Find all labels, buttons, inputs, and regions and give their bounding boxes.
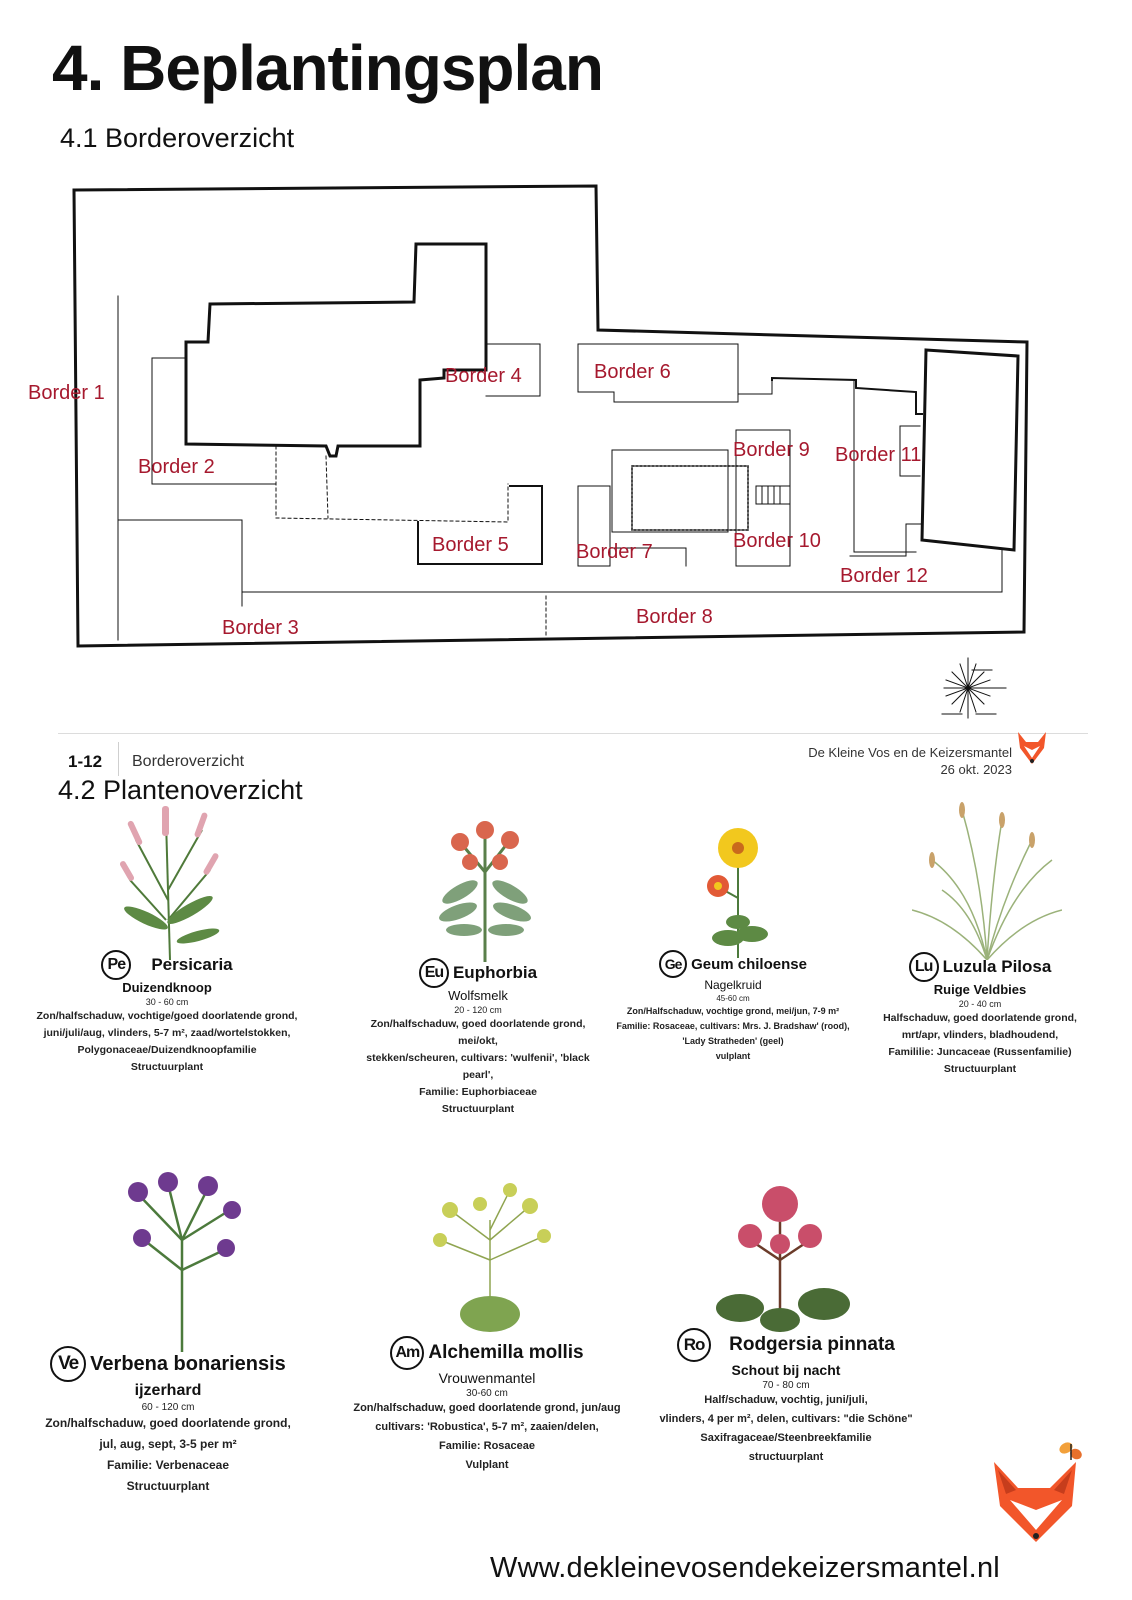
plant-height: 30-60 cm	[466, 1388, 508, 1399]
border-11-edge	[853, 379, 917, 553]
plant-info: Zon/halfschaduw, goed doorlatende grond,…	[366, 1018, 590, 1115]
plant-name: Alchemilla mollis	[428, 1342, 584, 1363]
footer-divider	[58, 733, 1088, 734]
border-5-box	[417, 485, 543, 565]
plant-common-name: Ruige Veldbies	[933, 982, 1027, 997]
plant-badge: Ve	[50, 1346, 87, 1382]
plant-info: Halfschaduw, goed doorlatende grond, mrt…	[883, 1012, 1077, 1075]
border-label-5: Border 5	[432, 534, 509, 556]
plant-badge: Ro	[677, 1328, 712, 1362]
plant-height: 30 - 60 cm	[145, 997, 189, 1007]
house-outline	[184, 242, 488, 458]
plant-name: Verbena bonariensis	[90, 1352, 286, 1375]
rodgersia-icon	[716, 1186, 850, 1332]
plant-height: 70 - 80 cm	[762, 1380, 810, 1391]
plant-name: Luzula Pilosa	[942, 957, 1052, 976]
plant-info: Zon/halfschaduw, vochtige/goed doorlaten…	[36, 1010, 298, 1073]
stairs	[755, 485, 791, 505]
footer-page-range: 1-12	[68, 752, 103, 771]
plant-common-name: ijzerhard	[134, 1382, 202, 1399]
plant-card-persicaria: Pe Persicaria Duizendknoop 30 - 60 cm Zo…	[36, 950, 298, 1076]
euphorbia-icon	[439, 821, 531, 962]
plant-card-alchemilla: Am Alchemilla mollis Vrouwenmantel 30-60…	[346, 1336, 628, 1475]
page-title: 4. Beplantingsplan	[52, 32, 604, 104]
plant-card-luzula: Lu Luzula Pilosa Ruige Veldbies 20 - 40 …	[870, 952, 1090, 1078]
plant-badge: Ge	[659, 950, 688, 978]
shed	[117, 519, 243, 607]
luzula-icon	[912, 802, 1062, 960]
fox-butterfly-logo-icon	[994, 1442, 1082, 1542]
border-2-edge	[151, 357, 277, 485]
garden-boundary	[72, 184, 1029, 648]
border-label-12: Border 12	[840, 565, 928, 587]
alchemilla-icon	[433, 1183, 551, 1332]
terrace-divider	[325, 455, 329, 519]
plant-card-geum: Ge Geum chiloense Nagelkruid 45-60 cm Zo…	[606, 950, 860, 1064]
plant-common-name: Vrouwenmantel	[438, 1370, 536, 1386]
plant-height: 20 - 120 cm	[454, 1005, 502, 1015]
border-label-3: Border 3	[222, 617, 299, 639]
border-7-box	[577, 485, 611, 567]
section-title-plants: 4.2 Plantenoverzicht	[58, 775, 303, 805]
butterfly-icon	[1059, 1442, 1082, 1460]
plant-name: Geum chiloense	[691, 955, 807, 973]
plant-common-name: Schout bij nacht	[731, 1362, 841, 1378]
footer-page-name: Borderoverzicht	[132, 753, 245, 770]
border-label-11: Border 11	[835, 444, 922, 466]
plant-height: 45-60 cm	[716, 994, 750, 1003]
plant-info: Zon/Halfschaduw, vochtige grond, mei/jun…	[616, 1006, 850, 1061]
border-4-box	[485, 343, 541, 397]
middle-wall	[771, 376, 923, 415]
plant-name: Persicaria	[151, 955, 233, 974]
border-7-edge	[609, 547, 687, 567]
verbena-icon	[128, 1172, 241, 1352]
terrace-dotted	[275, 445, 509, 523]
plant-name: Euphorbia	[452, 963, 538, 982]
border-divider-dotted	[117, 595, 547, 641]
section-title-borders: 4.1 Borderoverzicht	[60, 123, 295, 153]
geum-icon	[707, 828, 768, 958]
border-label-2: Border 2	[138, 456, 215, 478]
plant-card-rodgersia: Ro Rodgersia pinnata Schout bij nacht 70…	[646, 1328, 926, 1467]
plant-common-name: Nagelkruid	[704, 978, 762, 992]
border-11-steps	[899, 425, 921, 477]
plant-info: Half/schaduw, vochtig, juni/juli, vlinde…	[659, 1394, 913, 1463]
plant-common-name: Wolfsmelk	[448, 988, 508, 1003]
plant-card-verbena: Ve Verbena bonariensis ijzerhard 60 - 12…	[36, 1346, 300, 1497]
website-link[interactable]: Www.dekleinevosendekeizersmantel.nl	[490, 1552, 1000, 1584]
footer-date: 26 okt. 2023	[940, 762, 1012, 777]
plant-badge: Eu	[418, 958, 449, 988]
plant-common-name: Duizendknoop	[122, 980, 212, 995]
plant-badge: Pe	[101, 950, 132, 980]
plant-info: Zon/halfschaduw, goed doorlatende grond,…	[45, 1416, 291, 1493]
right-building	[920, 348, 1020, 552]
border-10-box	[735, 429, 791, 567]
compass-icon	[941, 657, 1007, 719]
fox-logo-icon	[1018, 732, 1046, 764]
border-3-line	[241, 547, 1003, 593]
border-6-box	[577, 343, 739, 403]
plant-name: Rodgersia pinnata	[729, 1334, 895, 1355]
footer-separator	[118, 742, 119, 776]
plant-height: 20 - 40 cm	[958, 999, 1002, 1009]
border-label-4: Border 4	[445, 365, 522, 387]
plant-info: Zon/halfschaduw, goed doorlatende grond,…	[353, 1402, 621, 1471]
footer-company: De Kleine Vos en de Keizersmantel	[808, 745, 1012, 760]
border-label-1: Border 1	[28, 382, 105, 404]
border-label-10: Border 10	[733, 530, 821, 552]
plant-badge: Am	[390, 1336, 425, 1370]
border-9-box	[611, 449, 729, 533]
garden-plan	[72, 184, 1029, 719]
pond-dotted	[631, 465, 749, 531]
border-label-7: Border 7	[576, 541, 653, 563]
border-6-edge	[737, 379, 773, 395]
plant-height: 60 - 120 cm	[141, 1402, 195, 1413]
persicaria-icon	[120, 806, 220, 960]
border-label-8: Border 8	[636, 606, 713, 628]
border-label-6: Border 6	[594, 361, 671, 383]
plant-badge: Lu	[908, 952, 939, 982]
plant-card-euphorbia: Eu Euphorbia Wolfsmelk 20 - 120 cm Zon/h…	[350, 958, 606, 1118]
border-label-9: Border 9	[733, 439, 810, 461]
border-12-box	[849, 523, 923, 557]
